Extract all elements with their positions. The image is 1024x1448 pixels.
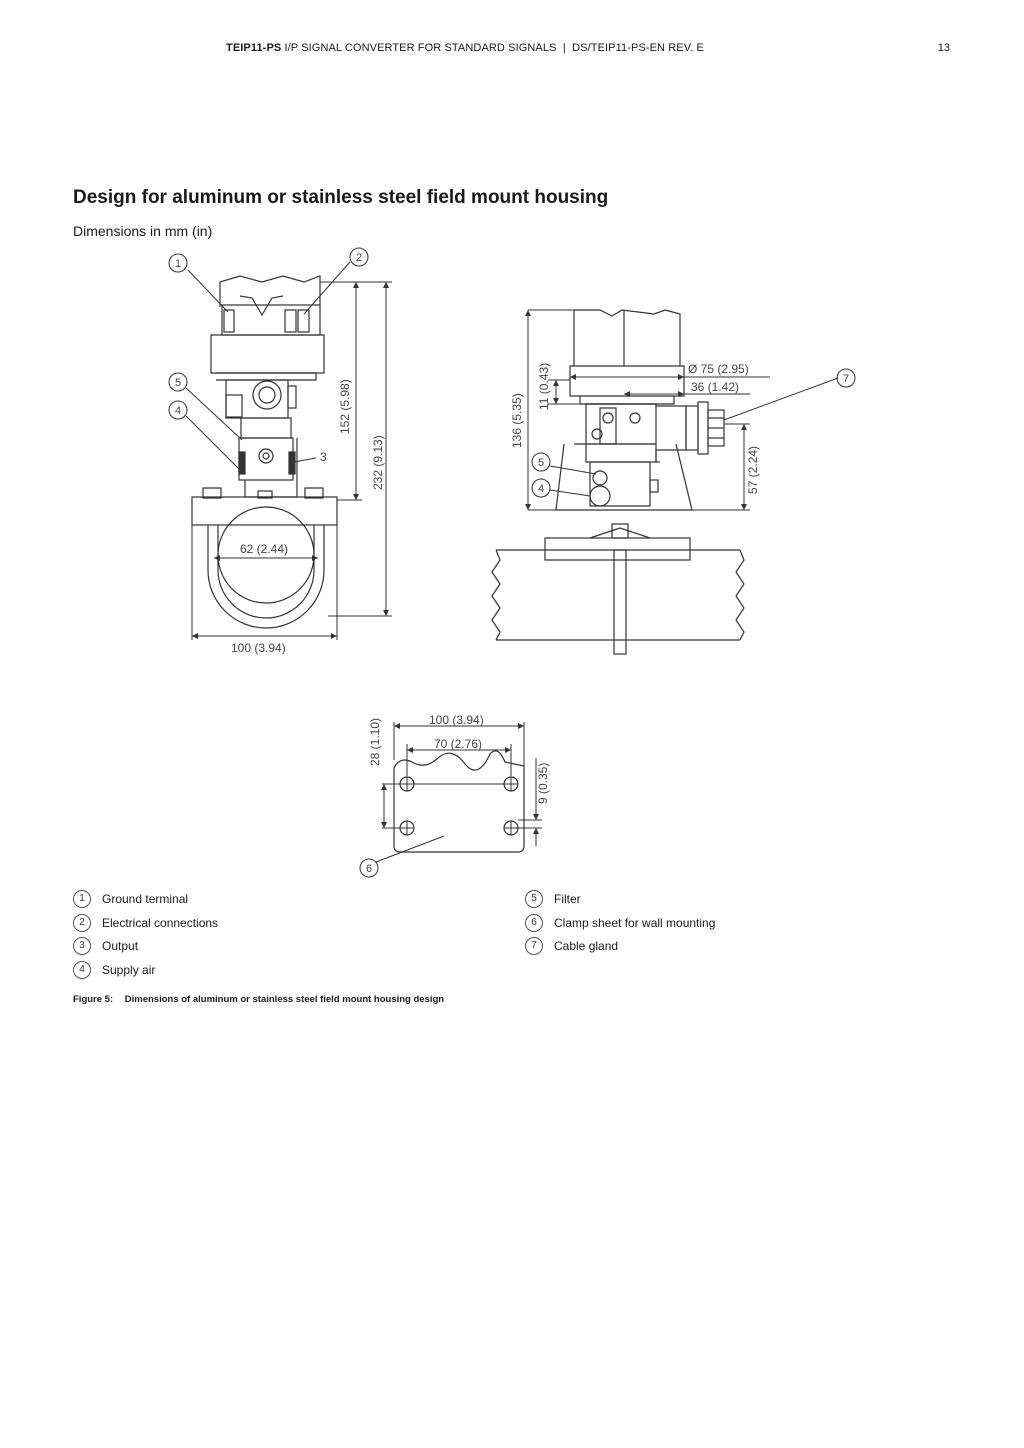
callout-4-side xyxy=(531,478,551,498)
output-label-3: 3 xyxy=(320,450,327,464)
callout-5-side xyxy=(531,452,551,472)
clamp-sheet xyxy=(393,750,525,853)
dim-136-label: 136 (5.35) xyxy=(510,393,524,448)
side-view xyxy=(491,309,745,655)
side-view-dimensions xyxy=(525,309,839,511)
dim-62-label: 62 (2.44) xyxy=(240,542,288,556)
legend-number: 4 xyxy=(73,960,91,979)
clamp-sheet-dimensions xyxy=(375,722,542,863)
dim-75-label: Ø 75 (2.95) xyxy=(688,362,749,376)
page-number: 13 xyxy=(937,42,950,54)
dim-28-label: 28 (1.10) xyxy=(368,718,382,766)
legend-number: 5 xyxy=(525,890,543,908)
callout-4-side-text: 4 xyxy=(538,483,544,495)
dim-100-clamp-label: 100 (3.94) xyxy=(429,713,484,727)
callout-5-text: 5 xyxy=(175,377,181,389)
page-header: TEIP11-PS I/P SIGNAL CONVERTER FOR STAND… xyxy=(0,42,1024,56)
header-doc-title: I/P SIGNAL CONVERTER FOR STANDARD SIGNAL… xyxy=(284,42,557,54)
legend-number: 1 xyxy=(73,890,91,908)
legend-label: Clamp sheet for wall mounting xyxy=(554,915,716,930)
front-view-dimensions xyxy=(185,261,392,640)
callout-7-text: 7 xyxy=(843,373,849,385)
header-product: TEIP11-PS xyxy=(226,42,282,54)
legend-number: 2 xyxy=(73,913,91,932)
callout-circles xyxy=(168,247,856,878)
legend-number: 3 xyxy=(73,937,91,955)
figure-label: Figure 5: xyxy=(73,994,114,1005)
figure-caption: Figure 5: Dimensions of aluminum or stai… xyxy=(73,994,444,1005)
callout-6-clamp xyxy=(359,858,379,878)
callout-4-front xyxy=(168,400,188,420)
legend-label: Electrical connections xyxy=(102,915,219,930)
legend-label: Ground terminal xyxy=(102,892,189,906)
dim-100-front-label: 100 (3.94) xyxy=(231,641,286,655)
front-view xyxy=(191,275,338,629)
legend-number: 7 xyxy=(525,937,543,955)
callout-2-text: 2 xyxy=(356,252,362,264)
callout-5-side-text: 5 xyxy=(538,457,544,469)
figure-text: Dimensions of aluminum or stainless stee… xyxy=(124,994,445,1005)
dimensions-unit-note: Dimensions in mm (in) xyxy=(73,223,213,239)
dim-11-label: 11 (0.43) xyxy=(537,363,551,410)
callout-2-front xyxy=(349,247,369,267)
header-title: TEIP11-PS I/P SIGNAL CONVERTER FOR STAND… xyxy=(226,42,704,54)
dim-70-label: 70 (2.76) xyxy=(434,737,482,751)
callout-5-front xyxy=(168,372,188,392)
callout-7-side xyxy=(836,368,856,388)
callout-4-text: 4 xyxy=(175,405,181,417)
section-heading: Design for aluminum or stainless steel f… xyxy=(73,187,609,208)
header-doc-number: DS/TEIP11-PS-EN REV. E xyxy=(572,42,704,54)
legend-label: Filter xyxy=(554,892,581,906)
legend-label: Supply air xyxy=(102,962,156,977)
callout-1-text: 1 xyxy=(175,258,181,270)
legend-number: 6 xyxy=(525,913,543,932)
dim-9-label: 9 (0.35) xyxy=(536,763,550,804)
dim-57-label: 57 (2.24) xyxy=(746,446,760,494)
callout-6-text: 6 xyxy=(366,863,372,875)
legend-label: Output xyxy=(102,939,139,953)
dim-36-label: 36 (1.42) xyxy=(691,380,739,394)
legend-label: Cable gland xyxy=(554,939,619,953)
dim-232-label: 232 (9.13) xyxy=(371,435,385,490)
dim-152-label: 152 (5.98) xyxy=(338,379,352,434)
header-separator: | xyxy=(562,42,566,54)
callout-1-front xyxy=(168,253,188,273)
